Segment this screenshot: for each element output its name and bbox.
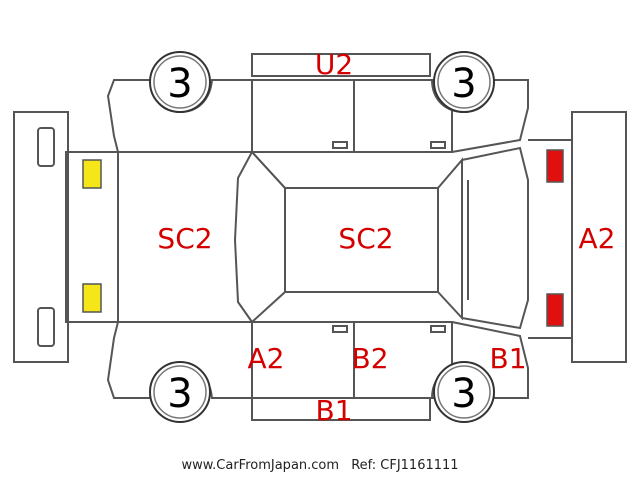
tire-front-right: 3 — [149, 361, 211, 423]
front-bumper — [13, 111, 69, 363]
tire-rear-right: 3 — [433, 361, 495, 423]
tire-rear-right-value: 3 — [451, 371, 476, 417]
tire-rear-left-value: 3 — [451, 61, 476, 107]
tire-front-right-value: 3 — [167, 371, 192, 417]
car-body — [65, 139, 573, 339]
tire-front-left: 3 — [149, 51, 211, 113]
footer-site: www.CarFromJapan.com — [181, 458, 340, 473]
label-roof: SC2 — [338, 222, 393, 255]
rear-lamp-bottom — [546, 293, 564, 327]
tire-rear-left: 3 — [433, 51, 495, 113]
label-right-side-rear: B1 — [489, 342, 526, 375]
rear-lamp-top — [546, 149, 564, 183]
label-left-side-front: A2 — [248, 342, 285, 375]
label-bottom: B1 — [315, 394, 352, 427]
front-lamp-bottom — [82, 283, 102, 313]
footer: www.CarFromJapan.com Ref: CFJ1161111 — [0, 458, 640, 473]
label-hood: SC2 — [157, 222, 212, 255]
front-lamp-top — [82, 159, 102, 189]
label-left-side-rear: B2 — [351, 342, 388, 375]
footer-ref: Ref: CFJ1161111 — [351, 458, 459, 473]
label-roof-top: U2 — [315, 48, 353, 81]
label-rear: A2 — [579, 222, 616, 255]
tire-front-left-value: 3 — [167, 61, 192, 107]
